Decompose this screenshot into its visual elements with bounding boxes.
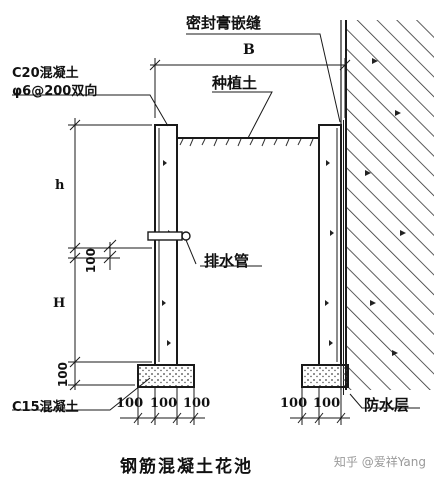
leader-lines (12, 33, 420, 411)
bottom-dimension-chain (120, 388, 350, 425)
bottom-dim-left-3: 100 (183, 396, 211, 411)
label-concrete-c20: C20混凝土 (12, 66, 79, 81)
label-dim-h: h (55, 178, 65, 193)
diagram-title: 钢筋混凝土花池 (120, 457, 253, 477)
bottom-dim-right-2: 100 (313, 396, 341, 411)
bottom-dim-right-1: 100 (280, 396, 308, 411)
label-waterproof-layer: 防水层 (364, 396, 410, 414)
label-drain-pipe: 排水管 (204, 252, 250, 270)
vertical-dimension-chain (68, 118, 152, 391)
right-foundation (301, 364, 349, 388)
bottom-dim-left-2: 100 (150, 396, 178, 411)
label-concrete-c15: C15混凝土 (12, 400, 79, 415)
label-dim-100-pipe: 100 (84, 248, 98, 274)
label-sealant: 密封膏嵌缝 (186, 14, 262, 32)
drain-pipe (147, 231, 197, 265)
label-planting-soil: 种植土 (212, 74, 258, 92)
watermark: 知乎 @爱祥Yang (333, 455, 426, 469)
bottom-dim-left-1: 100 (116, 396, 144, 411)
dimension-B (149, 58, 351, 118)
left-wall (154, 124, 178, 366)
left-foundation (137, 364, 195, 388)
soil-surface (177, 137, 319, 147)
building-wall (340, 20, 434, 390)
right-wall (318, 124, 342, 366)
label-width-B: B (243, 42, 255, 58)
label-dim-100-base: 100 (56, 362, 70, 388)
label-dim-H: H (53, 296, 66, 311)
label-rebar-spec: φ6@200双向 (12, 84, 98, 99)
